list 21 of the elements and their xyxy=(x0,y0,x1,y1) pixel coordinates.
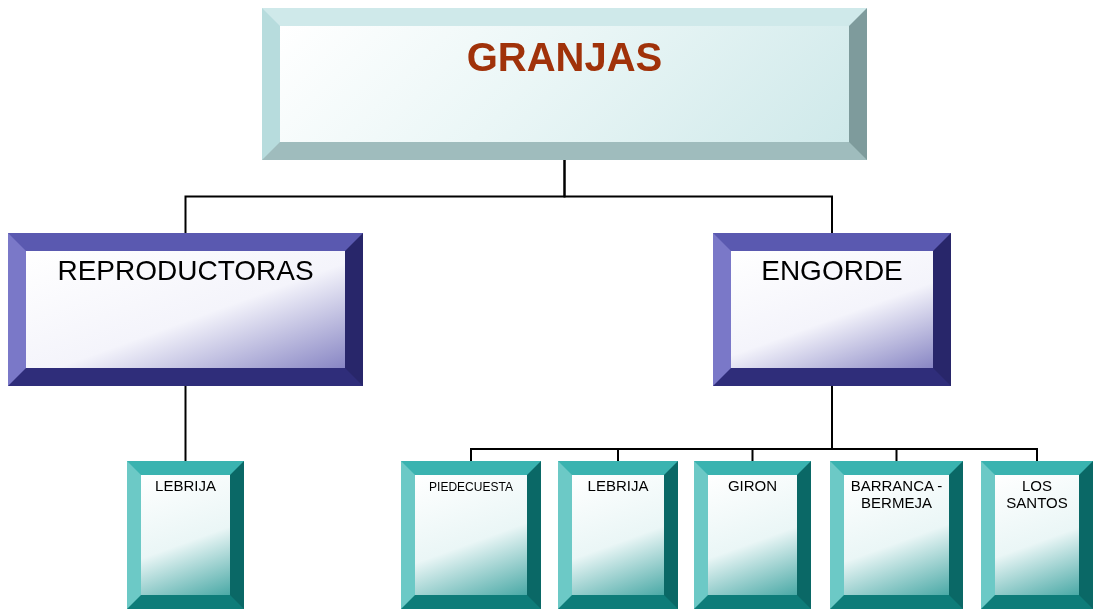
node-label: ENGORDE xyxy=(761,255,903,288)
node-label: GIRON xyxy=(727,477,778,495)
node-label: LEBRIJA xyxy=(155,477,216,495)
node-label: REPRODUCTORAS xyxy=(57,255,314,288)
connector-line xyxy=(184,385,187,462)
org-box xyxy=(830,461,963,609)
node-label: LOS SANTOS xyxy=(1005,477,1069,512)
org-box xyxy=(401,461,541,609)
org-box xyxy=(8,233,363,386)
org-box xyxy=(127,461,244,609)
org-box xyxy=(694,461,811,609)
connector-line xyxy=(563,159,833,234)
title-box xyxy=(262,8,867,160)
org-box xyxy=(981,461,1093,609)
org-box xyxy=(713,233,951,386)
node-label: BARRANCA - BERMEJA xyxy=(849,477,944,512)
node-label: LEBRIJA xyxy=(587,477,649,495)
node-label: GRANJAS xyxy=(466,34,663,80)
org-box xyxy=(558,461,678,609)
node-label: PIEDECUESTA xyxy=(429,481,513,495)
connector-line xyxy=(831,385,1038,462)
